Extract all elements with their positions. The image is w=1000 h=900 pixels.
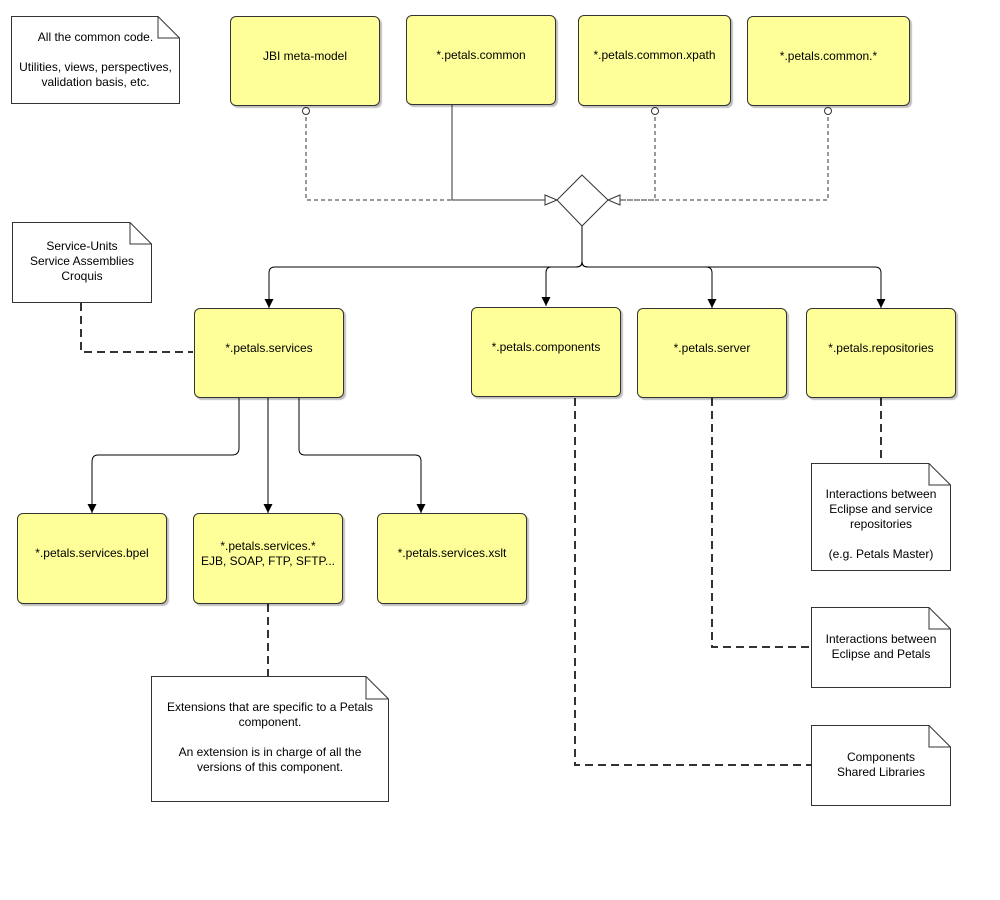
petals-common-xpath-label: *.petals.common.xpath <box>593 48 716 62</box>
petals-services-star-box[interactable]: *.petals.services.* EJB, SOAP, FTP, SFTP… <box>193 513 343 604</box>
note-shape <box>151 676 389 802</box>
arrow-to-services <box>264 261 583 308</box>
note-common-code: All the common code. Utilities, views, p… <box>11 16 180 104</box>
dependency-common-xpath <box>620 110 656 201</box>
port-circle-xpath <box>651 107 659 115</box>
petals-common-label: *.petals.common <box>436 47 526 62</box>
note-service-units-text: Service-Units Service Assemblies Croquis <box>29 239 135 283</box>
note-shared-libraries-text: Components Shared Libraries <box>836 750 926 779</box>
note-extensions-text: Extensions that are specific to a Petals… <box>166 700 374 774</box>
petals-common-star-box[interactable]: *.petals.common.* <box>747 16 910 106</box>
port-circle-common-star <box>824 107 832 115</box>
note-shape <box>811 607 951 688</box>
petals-repositories-label: *.petals.repositories <box>828 340 934 355</box>
link-petals-note <box>711 398 811 648</box>
petals-services-label: *.petals.services <box>225 340 313 355</box>
hollow-arrow-left <box>544 194 559 206</box>
note-petals-interactions: Interactions between Eclipse and Petals <box>811 607 951 688</box>
arrow-to-components <box>541 261 583 306</box>
arrow-to-services-bpel <box>87 398 240 513</box>
petals-components-box[interactable]: *.petals.components <box>471 307 621 397</box>
petals-common-box[interactable]: *.petals.common <box>406 15 556 105</box>
petals-services-xslt-box[interactable]: *.petals.services.xslt <box>377 513 527 604</box>
diamond-junction <box>556 174 609 227</box>
petals-common-xpath-box[interactable]: *.petals.common.xpath <box>578 15 731 106</box>
note-shape <box>12 222 152 303</box>
note-repositories-interactions: Interactions between Eclipse and service… <box>811 463 951 571</box>
link-shared-libraries-note <box>574 398 811 766</box>
dependency-common <box>451 105 545 201</box>
note-repositories-interactions-text: Interactions between Eclipse and service… <box>825 487 937 561</box>
note-shape <box>11 16 180 104</box>
arrow-to-server <box>581 261 717 308</box>
note-service-units: Service-Units Service Assemblies Croquis <box>12 222 152 303</box>
petals-services-bpel-label: *.petals.services.bpel <box>35 546 149 560</box>
note-petals-interactions-text: Interactions between Eclipse and Petals <box>825 632 937 661</box>
jbi-meta-model-box[interactable]: JBI meta-model <box>230 16 380 106</box>
hollow-arrow-right <box>606 194 621 206</box>
petals-services-xslt-label: *.petals.services.xslt <box>397 546 507 560</box>
petals-common-star-label: *.petals.common.* <box>779 48 878 63</box>
arrow-to-services-xslt <box>298 398 426 513</box>
petals-repositories-box[interactable]: *.petals.repositories <box>806 308 956 398</box>
note-shared-libraries: Components Shared Libraries <box>811 725 951 806</box>
link-service-units-note <box>80 303 193 353</box>
petals-services-star-label: *.petals.services.* EJB, SOAP, FTP, SFTP… <box>200 538 336 568</box>
dependency-jbi-meta-model <box>305 110 545 201</box>
petals-services-bpel-box[interactable]: *.petals.services.bpel <box>17 513 167 604</box>
petals-services-box[interactable]: *.petals.services <box>194 308 344 398</box>
petals-components-label: *.petals.components <box>491 339 601 354</box>
note-shape <box>811 463 951 571</box>
arrow-to-repositories <box>581 261 886 308</box>
note-extensions: Extensions that are specific to a Petals… <box>151 676 389 802</box>
note-shape <box>811 725 951 806</box>
petals-server-label: *.petals.server <box>673 340 751 355</box>
dependency-common-star <box>620 110 829 201</box>
petals-server-box[interactable]: *.petals.server <box>637 308 787 398</box>
jbi-meta-model-label: JBI meta-model <box>262 48 348 63</box>
port-circle-jbi <box>302 107 310 115</box>
note-common-code-text: All the common code. Utilities, views, p… <box>19 30 172 89</box>
